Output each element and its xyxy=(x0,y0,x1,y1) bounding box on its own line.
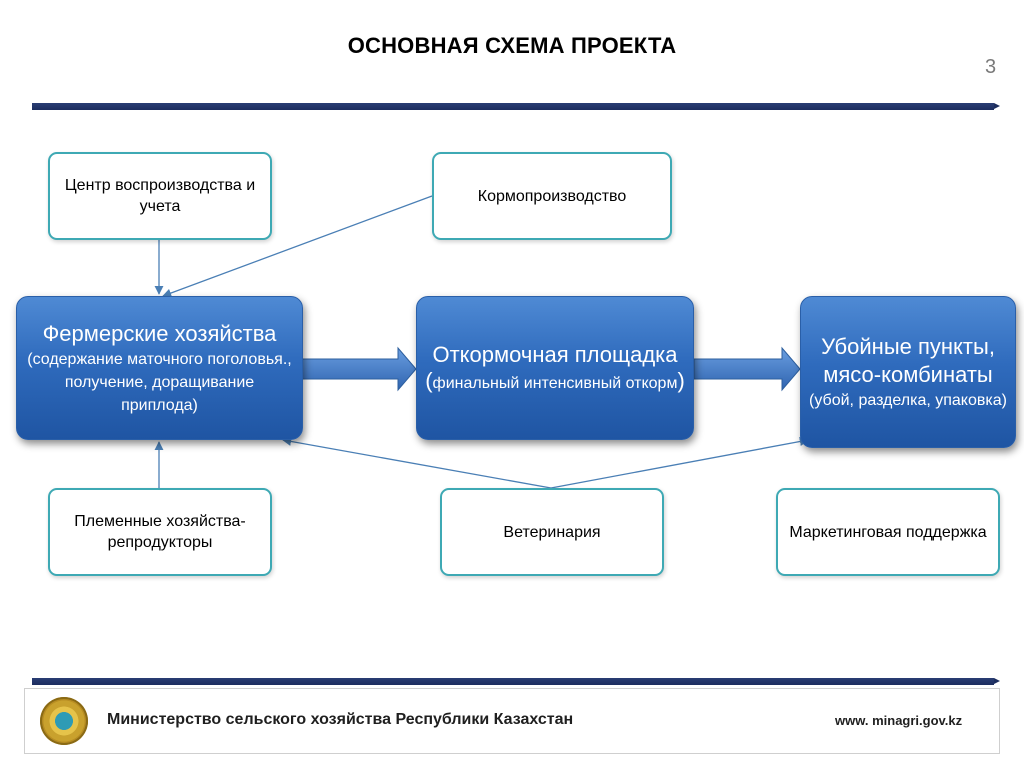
marketing-label: Маркетинговая поддержка xyxy=(789,523,987,541)
breeding-farms-label: Племенные хозяйства-репродукторы xyxy=(74,513,246,551)
breeding-farms-box: Племенные хозяйства-репродукторы xyxy=(48,488,272,576)
ministry-name: Министерство сельского хозяйства Республ… xyxy=(107,711,574,728)
feedlot-box: Откормочная площадка (финальный интенсив… xyxy=(416,296,694,440)
farms-detail: (содержание маточного поголовья., получе… xyxy=(27,350,292,414)
slaughter-title: Убойные пункты, мясо-комбинаты xyxy=(821,333,995,387)
feedlot-detail-line: (финальный интенсивный откорм) xyxy=(425,369,685,395)
connector-vet-to-farms xyxy=(282,436,552,489)
feed-production-label: Кормопроизводство xyxy=(477,187,627,205)
ministry-url[interactable]: www. minagri.gov.kz xyxy=(835,713,963,728)
reproduction-center-label: Центр воспроизводства и учета xyxy=(64,177,256,215)
farms-title: Фермерские хозяйства xyxy=(42,320,277,346)
bottom-divider xyxy=(32,678,1000,685)
flow-arrow-feedlot-to-slaughter xyxy=(693,346,801,392)
farms-box: Фермерские хозяйства (содержание маточно… xyxy=(16,296,303,440)
footer-bar xyxy=(24,688,1000,754)
feedlot-paren-open: ( xyxy=(425,368,433,393)
flow-arrow-farms-to-feedlot xyxy=(300,346,417,392)
veterinary-box: Ветеринария xyxy=(440,488,664,576)
connector-feed-to-farms xyxy=(162,195,433,298)
feed-production-box: Кормопроизводство xyxy=(432,152,672,240)
slide-number: 3 xyxy=(985,56,997,78)
slaughter-box: Убойные пункты, мясо-комбинаты (убой, ра… xyxy=(800,296,1016,448)
reproduction-center-box: Центр воспроизводства и учета xyxy=(48,152,272,240)
slaughter-detail: (убой, разделка, упаковка) xyxy=(809,391,1007,409)
kazakhstan-emblem-icon xyxy=(40,697,88,745)
page-title: ОСНОВНАЯ СХЕМА ПРОЕКТА xyxy=(347,33,677,58)
marketing-box: Маркетинговая поддержка xyxy=(776,488,1000,576)
feedlot-title: Откормочная площадка xyxy=(432,342,678,367)
top-divider xyxy=(32,103,1000,110)
veterinary-label: Ветеринария xyxy=(503,523,601,541)
feedlot-paren-close: ) xyxy=(677,368,685,393)
connector-vet-to-slaughter xyxy=(550,437,809,489)
feedlot-detail: финальный интенсивный откорм xyxy=(432,375,678,392)
